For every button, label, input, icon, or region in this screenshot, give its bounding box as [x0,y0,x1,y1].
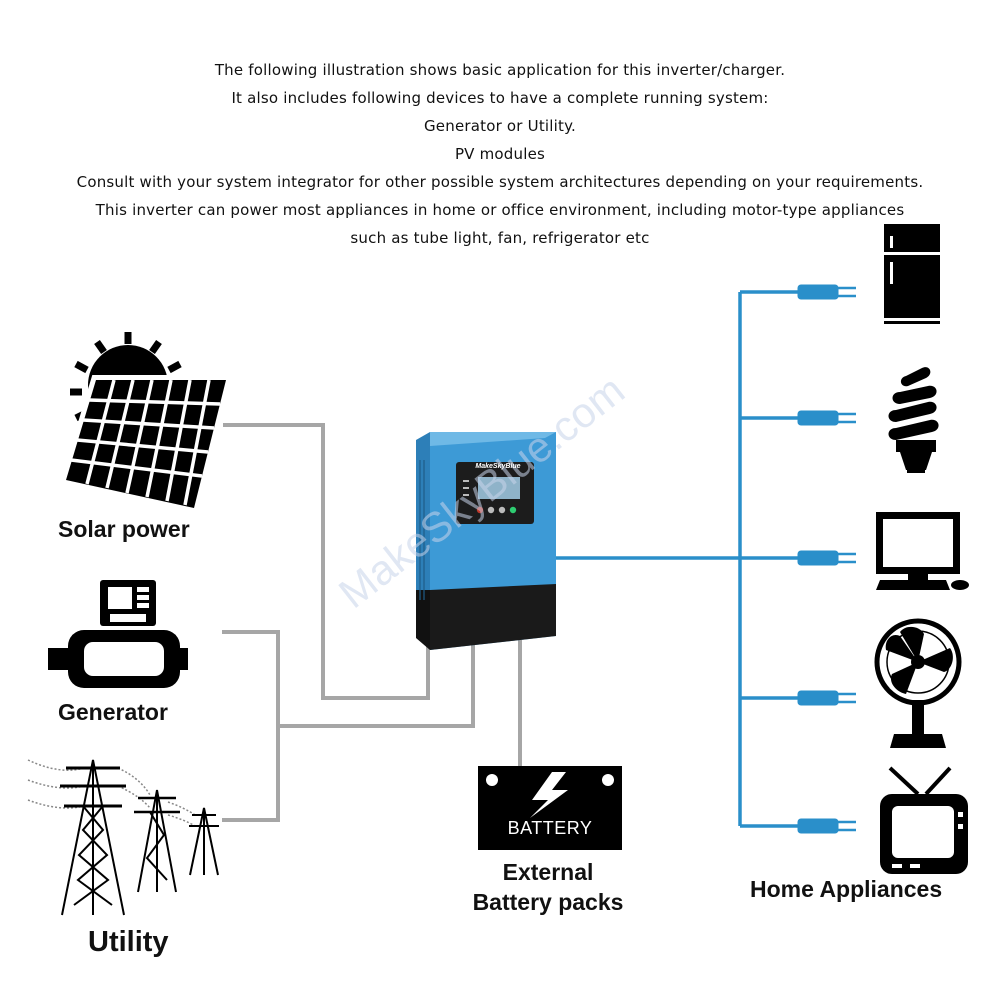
output-wiring [555,290,800,828]
ac-input-wire [278,640,475,728]
tv-icon [880,766,968,874]
generator-label: Generator [58,699,168,725]
solar-panel-icon [59,375,233,514]
plug-icon [797,410,856,426]
generator-wire [222,630,280,822]
solar-wire [223,423,430,700]
plug-icon [797,818,856,834]
inverter-brand: MakeSkyBlue [475,463,521,470]
intro-line: PV modules [454,145,546,163]
intro-line: It also includes following devices to ha… [231,89,769,107]
plugs [797,284,856,834]
battery-label-line1: External [502,859,594,885]
intro-line: The following illustration shows basic a… [214,61,786,79]
intro-line: Generator or Utility. [423,117,576,135]
inverter-icon [416,432,556,650]
intro-line: Consult with your system integrator for … [76,173,924,191]
input-wiring [222,423,522,822]
fan-icon [874,618,962,748]
home-appliances-label: Home Appliances [750,876,943,902]
refrigerator-icon [884,224,940,324]
battery-icon [478,766,622,850]
intro-text: The following illustration shows basic a… [0,56,1000,252]
computer-icon [876,512,969,590]
solar-label: Solar power [58,516,190,542]
battery-text: BATTERY [507,818,593,838]
generator-icon [48,580,188,688]
intro-line: such as tube light, fan, refrigerator et… [350,229,650,247]
battery-label-line2: Battery packs [472,889,624,915]
utility-label: Utility [88,926,169,958]
plug-icon [797,690,856,706]
battery-label: External Battery packs [462,857,634,917]
light-bulb-icon [888,367,939,473]
utility-tower-icon [27,759,219,916]
intro-line: This inverter can power most appliances … [95,201,905,219]
plug-icon [797,284,856,300]
plug-icon [797,550,856,566]
